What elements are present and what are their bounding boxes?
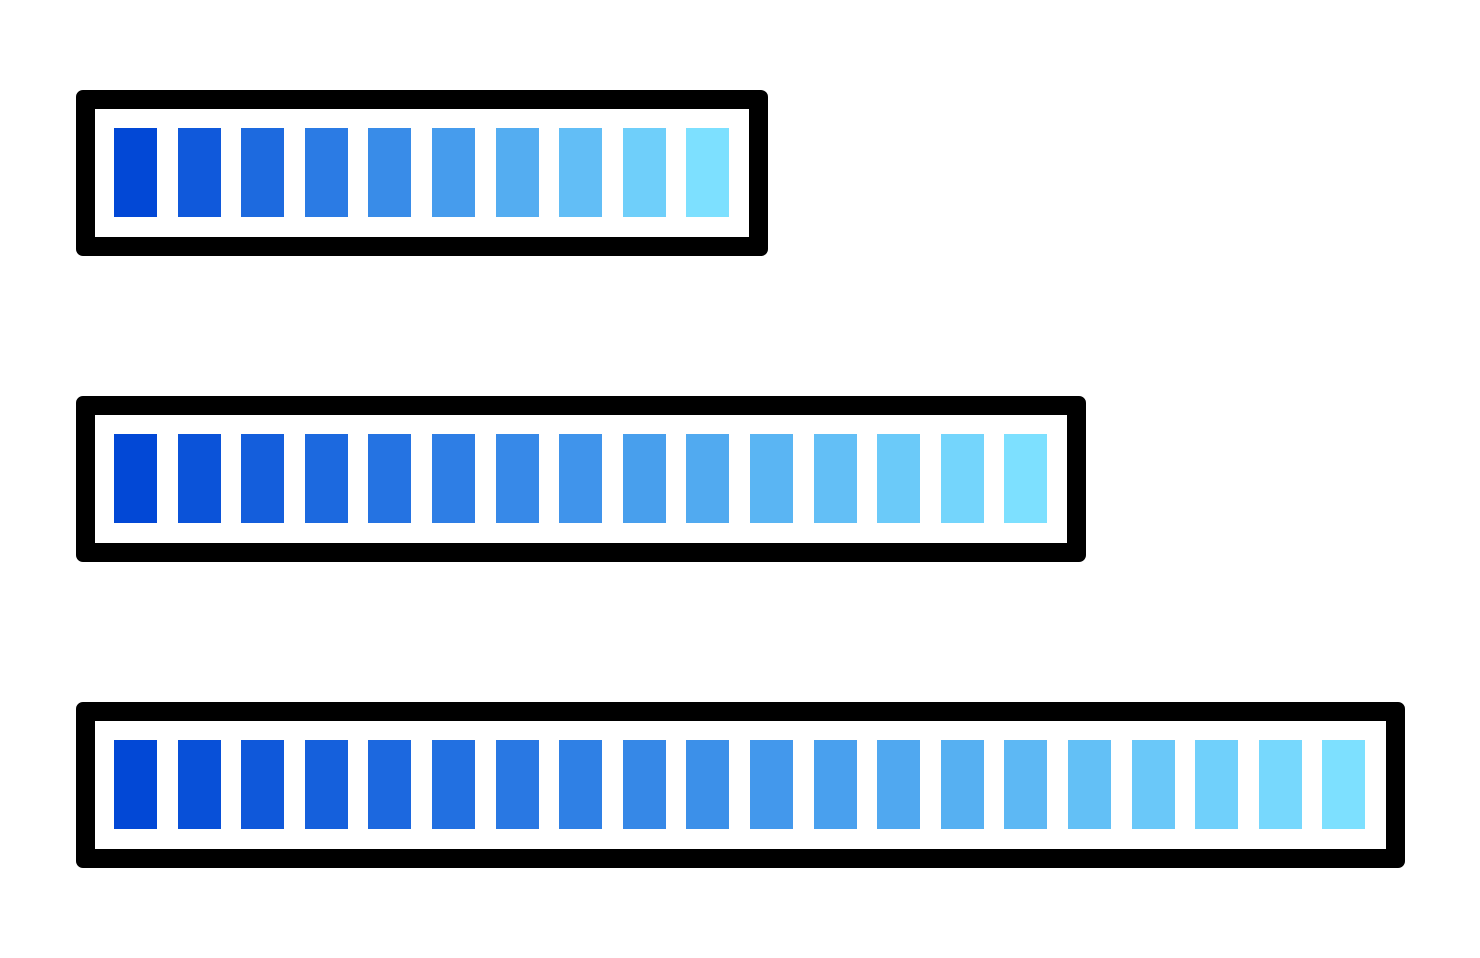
bar-segment: [750, 740, 793, 829]
bar-segment: [241, 128, 285, 217]
bar-segment: [813, 434, 857, 523]
bar-segment: [940, 434, 984, 523]
bar-segment: [241, 740, 285, 829]
bar-segment: [1195, 740, 1239, 829]
bar-segment: [750, 434, 793, 523]
segmented-bar-short: [76, 90, 768, 256]
bar-segment: [940, 740, 984, 829]
bar-segment: [432, 128, 475, 217]
bar-segment: [241, 434, 285, 523]
bar-segment: [368, 128, 412, 217]
bar-segment: [1068, 740, 1111, 829]
bar-segment: [368, 740, 412, 829]
bar-segment: [559, 740, 603, 829]
bar-segment: [686, 434, 730, 523]
bar-segment: [495, 740, 539, 829]
bar-segment: [177, 740, 221, 829]
bar-segment: [114, 434, 157, 523]
segmented-bar-long: [76, 702, 1405, 868]
bar-segment: [432, 434, 475, 523]
bar-segment: [304, 434, 348, 523]
bar-segment: [686, 740, 730, 829]
bar-segment: [368, 434, 412, 523]
bar-segment: [622, 434, 666, 523]
bar-segment: [432, 740, 475, 829]
bar-segment: [1004, 434, 1048, 523]
bar-segment: [622, 128, 666, 217]
bar-segment: [114, 128, 157, 217]
bar-segment: [1322, 740, 1366, 829]
bar-segment: [622, 740, 666, 829]
bar-segment: [686, 128, 730, 217]
bar-segment: [177, 128, 221, 217]
bar-segment: [559, 128, 603, 217]
bar-segment: [177, 434, 221, 523]
bar-segment: [1004, 740, 1048, 829]
bar-segment: [495, 128, 539, 217]
bar-segment: [114, 740, 157, 829]
bar-segment: [559, 434, 603, 523]
bar-segment: [877, 434, 921, 523]
bar-segment: [495, 434, 539, 523]
bar-segment: [304, 128, 348, 217]
bar-segment: [813, 740, 857, 829]
bar-segment: [304, 740, 348, 829]
bar-segment: [1131, 740, 1175, 829]
bar-segment: [877, 740, 921, 829]
bar-segment: [1258, 740, 1302, 829]
segmented-bar-medium: [76, 396, 1086, 562]
